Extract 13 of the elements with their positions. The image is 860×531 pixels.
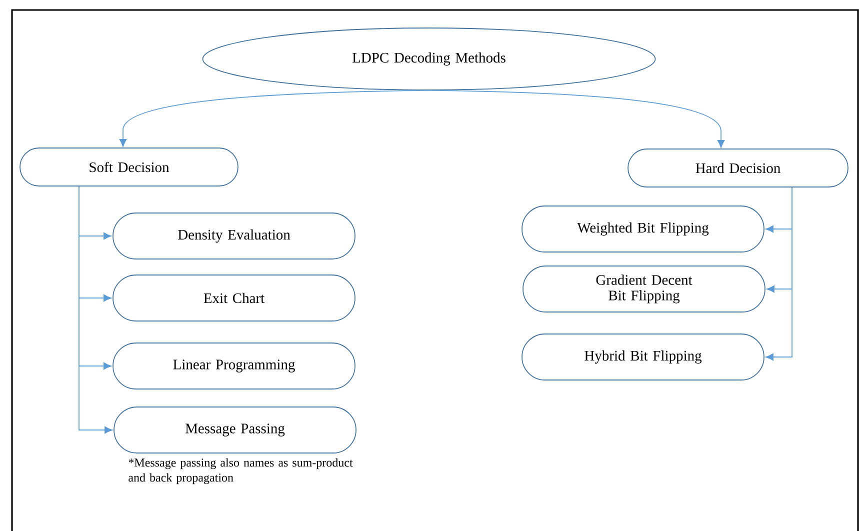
- arrow: [78, 186, 112, 434]
- method-box: Gradient Decent Bit Flipping: [522, 266, 766, 312]
- method-box: Exit Chart: [112, 274, 356, 322]
- method-box: Hybrid Bit Flipping: [522, 334, 764, 380]
- method-box: Weighted Bit Flipping: [522, 206, 764, 252]
- arrow: [428, 90, 725, 148]
- category-box: Hard Decision: [628, 148, 848, 188]
- method-box: Density Evaluation: [112, 212, 356, 260]
- category-box: Soft Decision: [20, 148, 238, 186]
- method-box: Message Passing: [114, 406, 356, 454]
- method-box: Linear Programming: [112, 342, 356, 390]
- arrow: [766, 187, 792, 361]
- arrow: [119, 90, 430, 147]
